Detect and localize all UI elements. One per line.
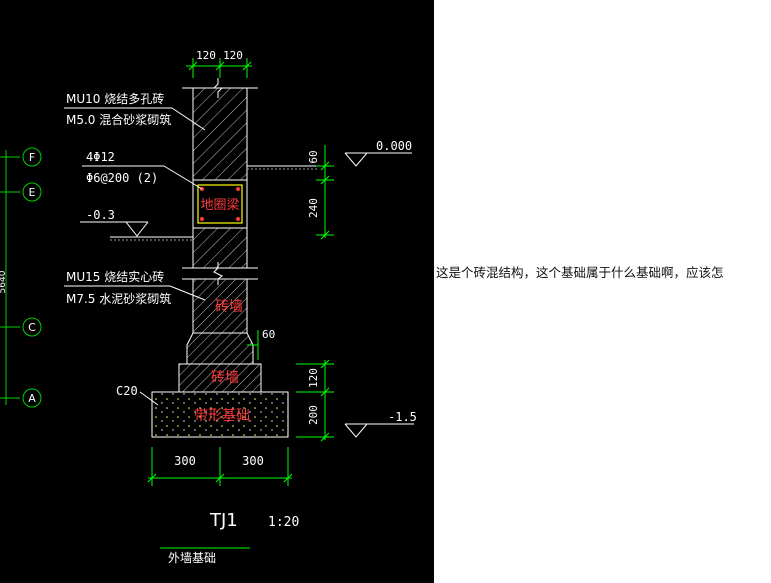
rebar-stirrup: Φ6@200 (2) [86,171,158,185]
dim-120: 120 [307,368,320,388]
wall-label-upper: 砖墙 [215,299,243,315]
axis-label-a: A [28,392,36,405]
brick-bottom-line2: M7.5 水泥砂浆砌筑 [66,291,171,306]
right-dimensions: 60 240 120 200 60 [247,145,334,442]
ring-beam-label: 地圈梁 [200,198,239,213]
post-question-text: 这是个砖混结构，这个基础属于什么基础啊，应该怎 [436,265,724,280]
concrete-grade: C20 [116,384,138,398]
foundation-section-drawing: F E C A 5640 120 120 地圈梁 [0,49,417,565]
axis-bubble-f [22,147,42,167]
ground-lines [110,165,318,241]
dim-60-side: 60 [262,328,275,341]
axis-grid: F E C A 5640 [0,147,42,408]
axis-bubble-e [22,182,42,202]
detail-name: TJ1 [209,510,238,531]
detail-caption: 外墙基础 [168,551,216,565]
axis-label-e: E [29,186,36,199]
brick-top-line2: M5.0 混合砂浆砌筑 [66,112,171,127]
wall-label-lower: 砖墙 [211,370,239,386]
top-width-dimension: 120 120 [186,49,252,78]
dim-240: 240 [307,198,320,218]
lower-brick-wall: 砖墙 砖墙 [178,279,262,393]
cad-drawing-screenshot: F E C A 5640 120 120 地圈梁 [0,0,434,583]
axis-label-f: F [29,151,35,164]
bottom-width-dimension: 300 300 [147,447,293,486]
level-markers: 0.000 -0.3 -1.5 [80,139,417,438]
bottom-level: -1.5 [388,410,417,424]
dim-200: 200 [307,405,320,425]
annotations: MU10 烧结多孔砖 M5.0 混合砂浆砌筑 4Φ12 Φ6@200 (2) M… [64,91,206,306]
axis-bubble-c [22,317,42,337]
dim-top-right: 120 [223,49,243,62]
axis-side-dimension: 5640 [0,270,8,293]
upper-brick-wall [182,78,258,268]
ground-level: -0.3 [86,208,115,222]
rebar-main: 4Φ12 [86,150,115,164]
axis-bubble-a [22,388,42,408]
dim-bottom-left: 300 [174,454,196,468]
brick-bottom-line1: MU15 烧结实心砖 [66,269,164,284]
axis-label-c: C [28,321,36,334]
strip-foundation-label: 带形基础 [194,407,250,424]
dim-top-left: 120 [196,49,216,62]
detail-title: TJ1 1:20 外墙基础 [160,510,299,565]
dim-bottom-right: 300 [242,454,264,468]
strip-foundation: 带形基础 C20 [116,384,289,438]
dim-60-top: 60 [307,150,320,163]
detail-scale: 1:20 [268,515,299,530]
floor-level: 0.000 [376,139,412,153]
ring-beam: 地圈梁 [192,179,248,229]
brick-top-line1: MU10 烧结多孔砖 [66,91,164,106]
